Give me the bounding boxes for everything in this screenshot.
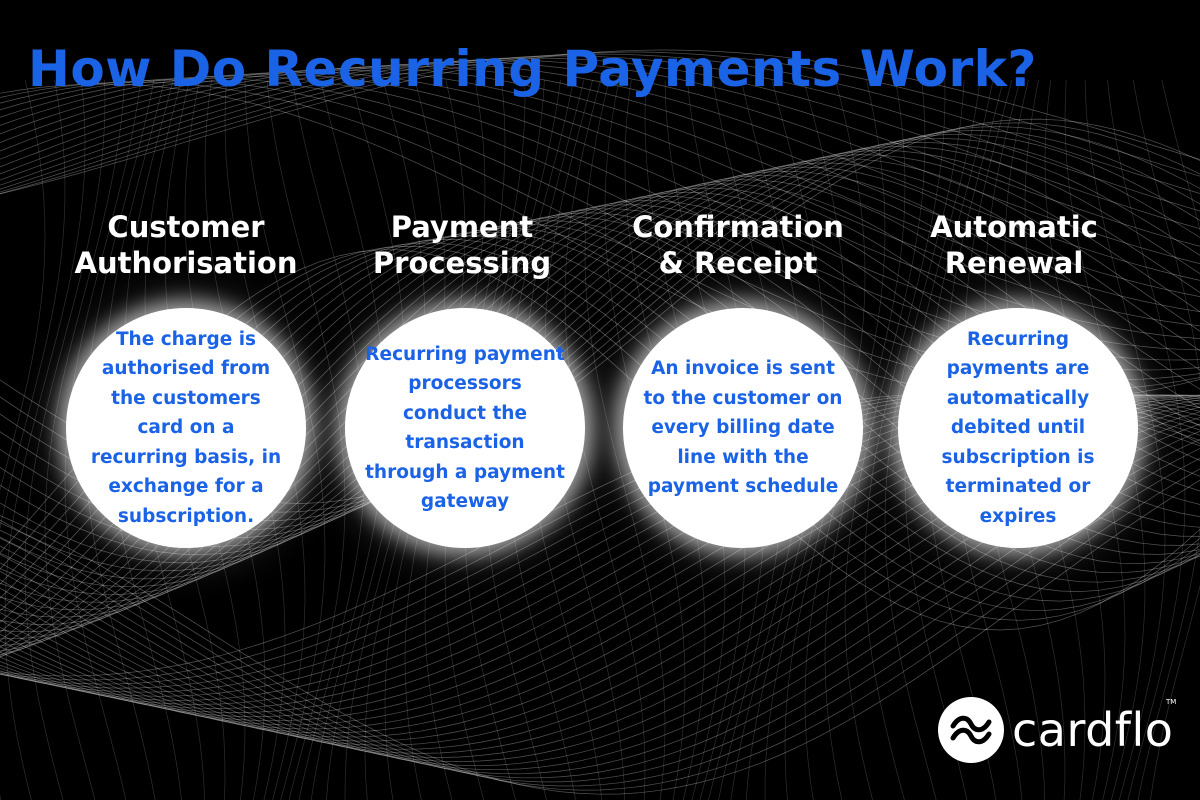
- step-heading-line1: Payment: [390, 210, 534, 244]
- step-heading-confirmation-receipt: Confirmation & Receipt: [608, 209, 868, 281]
- step-heading-line1: Confirmation: [632, 210, 844, 244]
- page-title: How Do Recurring Payments Work?: [28, 40, 1037, 98]
- step-circle-customer-authorisation: The charge is authorised from the custom…: [66, 308, 306, 548]
- step-circle-confirmation-receipt: An invoice is sent to the customer on ev…: [623, 308, 863, 548]
- step-description: Recurring payment processors conduct the…: [365, 343, 565, 513]
- step-heading-line2: Authorisation: [74, 246, 298, 280]
- step-heading-line2: Renewal: [944, 246, 1084, 280]
- trademark-symbol: TM: [1166, 698, 1177, 706]
- step-heading-customer-authorisation: Customer Authorisation: [56, 209, 316, 281]
- cardflo-logo-icon: [938, 697, 1004, 763]
- brand-name: cardflo: [1012, 703, 1174, 757]
- step-heading-line2: & Receipt: [658, 246, 818, 280]
- step-description: An invoice is sent to the customer on ev…: [643, 358, 843, 498]
- brand-logo: cardflo: [938, 695, 1188, 765]
- step-circle-payment-processing: Recurring payment processors conduct the…: [345, 308, 585, 548]
- step-heading-line2: Processing: [372, 246, 552, 280]
- step-description: Recurring payments are automatically deb…: [941, 328, 1095, 527]
- step-heading-line1: Customer: [107, 210, 265, 244]
- step-heading-automatic-renewal: Automatic Renewal: [884, 209, 1144, 281]
- step-heading-payment-processing: Payment Processing: [332, 209, 592, 281]
- step-heading-line1: Automatic: [930, 210, 1098, 244]
- step-description: The charge is authorised from the custom…: [90, 328, 282, 527]
- step-circle-automatic-renewal: Recurring payments are automatically deb…: [898, 308, 1138, 548]
